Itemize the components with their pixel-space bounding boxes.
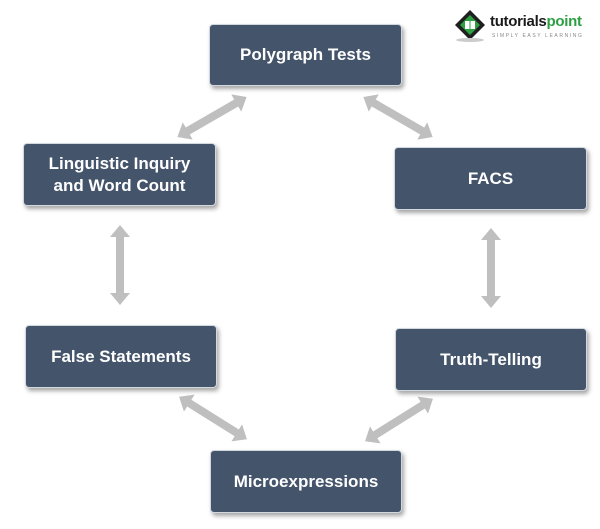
- node-label: Microexpressions: [233, 471, 379, 491]
- node-label-group: Linguistic Inquiry and Word Count: [49, 153, 191, 197]
- node-label-line1: Linguistic Inquiry: [48, 153, 191, 173]
- node-label-line2: and Word Count: [53, 175, 186, 195]
- node-label: False Statements: [51, 346, 191, 366]
- arrow-linguistic-false: [110, 225, 130, 305]
- logo-mark-icon: [455, 10, 485, 42]
- logo-brand-part2: point: [546, 13, 582, 30]
- logo-brand-part1: tutorials: [490, 13, 547, 30]
- arrow-facs-truth: [481, 228, 501, 308]
- tutorialspoint-logo: tutorialspoint SIMPLY EASY LEARNING: [452, 8, 592, 42]
- node-label: Truth-Telling: [440, 349, 542, 369]
- node-label: Polygraph Tests: [240, 45, 371, 64]
- node-linguistic-inquiry: Linguistic Inquiry and Word Count: [23, 143, 216, 206]
- logo-brand: tutorialspoint: [490, 13, 582, 30]
- node-truth-telling: Truth-Telling: [395, 328, 587, 391]
- node-facs: FACS: [394, 147, 587, 210]
- node-microexpressions: Microexpressions: [210, 450, 402, 513]
- arrow-polygraph-linguistic: [177, 94, 247, 140]
- node-polygraph-tests: Polygraph Tests: [209, 24, 402, 86]
- arrow-polygraph-facs: [363, 94, 433, 140]
- arrow-truth-micro: [365, 396, 433, 444]
- logo-tagline: SIMPLY EASY LEARNING: [492, 33, 584, 39]
- node-label: FACS: [467, 168, 514, 188]
- arrow-false-micro: [179, 394, 247, 442]
- node-false-statements: False Statements: [25, 325, 217, 388]
